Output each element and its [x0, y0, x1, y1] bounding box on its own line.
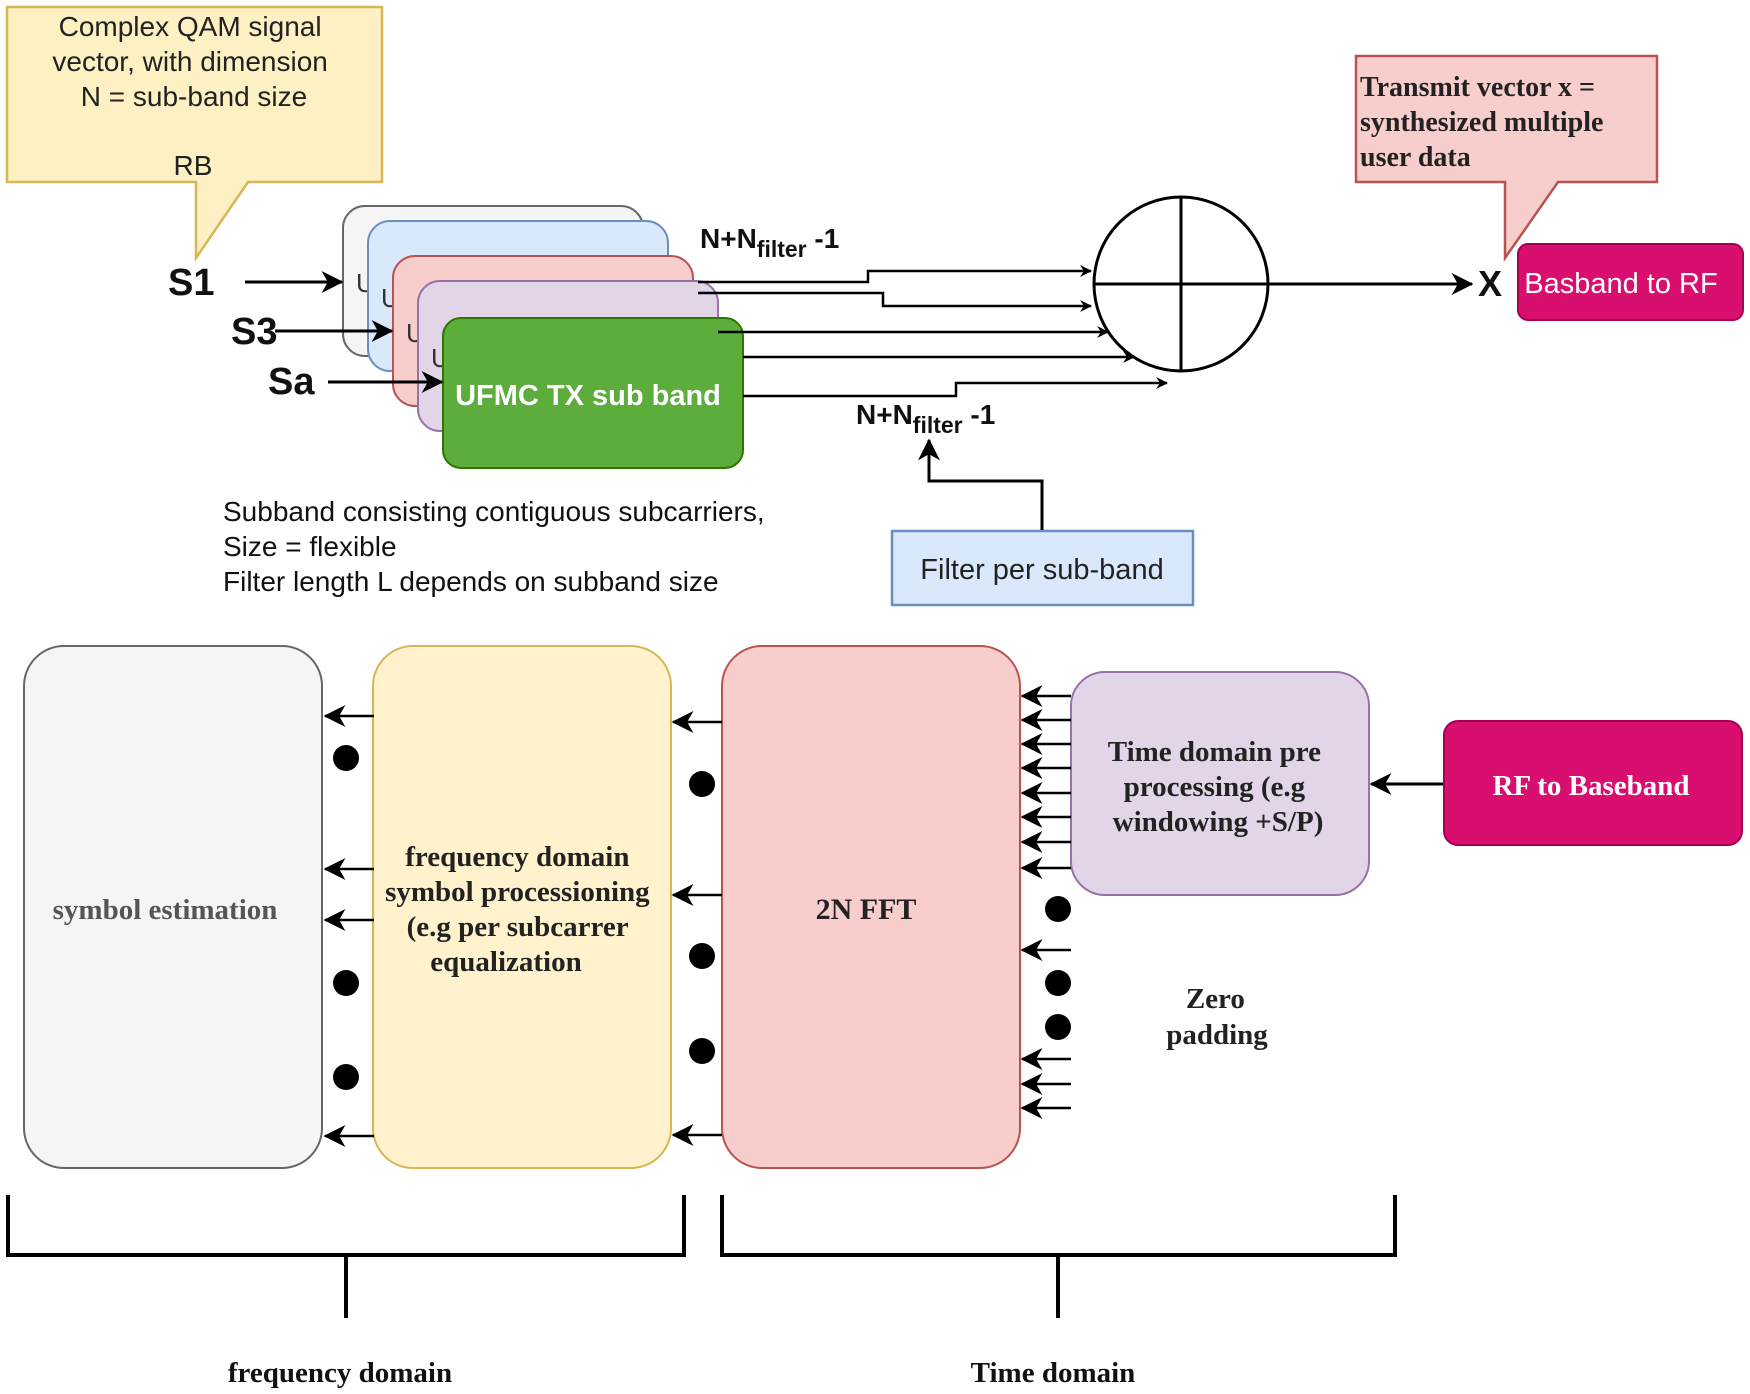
freq-to-symbol-arrows — [323, 705, 374, 1147]
signal-sa: Sa — [268, 361, 315, 403]
preproc-to-fft-arrows — [1020, 685, 1071, 879]
subband-outputs — [698, 265, 1168, 398]
output-x: X — [1478, 263, 1502, 304]
freq-processing-line-1: frequency domain — [405, 841, 629, 873]
zero-padding-arrows — [1020, 939, 1071, 1119]
zero-padding-dots — [1045, 896, 1071, 1040]
filter-block — [890, 529, 1195, 607]
subband-stack: U U U U UFMC TX sub band — [342, 205, 744, 469]
signal-s1: S1 — [168, 262, 214, 304]
subband-note-line-3: Filter length L depends on subband size — [223, 566, 719, 597]
signal-s3: S3 — [231, 311, 277, 353]
filter-label: Filter per sub-band — [920, 554, 1163, 586]
fft-label: 2N FFT — [816, 893, 917, 926]
ufmc-tx-block — [442, 317, 744, 469]
zero-padding-line-1: Zero — [1186, 983, 1245, 1015]
rf-to-baseband-label: RF to Baseband — [1492, 770, 1689, 802]
ufmc-tx-label: UFMC TX sub band — [455, 380, 721, 412]
transmit-callout-line-3: user data — [1360, 142, 1471, 173]
qam-callout-line-3: N = sub-band size — [81, 81, 307, 112]
fft-block — [721, 645, 1021, 1169]
qam-callout-line-1: Complex QAM signal — [59, 11, 322, 42]
length-label-bottom: N+Nfilter -1 — [856, 399, 995, 438]
svg-text:Transmit vector x = synt: Transmit vector x = synthesized multiple… — [1360, 72, 1610, 173]
zero-padding-label: Zero padding — [1166, 983, 1268, 1051]
bracket-frequency-label: frequency domain — [228, 1357, 452, 1389]
zero-padding-line-2: padding — [1166, 1019, 1268, 1051]
qam-callout-line-2: vector, with dimension — [52, 46, 327, 77]
rf-to-baseband-block — [1443, 720, 1743, 846]
transmit-callout: Transmit vector x = synthesized multiple… — [1354, 54, 1659, 262]
time-preprocessing-line-2: processing (e.g — [1124, 771, 1306, 803]
time-preprocessing-label: Time domain pre processing (e.g windowin… — [1108, 736, 1328, 838]
freq-processing-line-2: symbol processioning — [385, 876, 650, 908]
bracket-time-domain — [720, 1195, 1397, 1318]
freq-processing-line-4: equalization — [430, 946, 581, 978]
qam-callout-rb: RB — [174, 150, 213, 181]
filter-arrow — [918, 438, 1044, 530]
subband-note: Subband consisting contiguous subcarrier… — [223, 496, 772, 597]
symbol-estimation-block — [23, 645, 323, 1169]
transmit-callout-line-1: Transmit vector x = — [1360, 72, 1595, 103]
transmit-callout-line-2: synthesized multiple — [1360, 107, 1603, 138]
subband-note-line-2: Size = flexible — [223, 531, 397, 562]
baseband-to-rf-block — [1517, 243, 1744, 321]
freq-to-symbol-dots — [333, 745, 359, 1090]
svg-text:Complex QAM signal vecto: Complex QAM signal vector, with dimensio… — [52, 11, 335, 112]
fft-to-freq-dots — [689, 771, 715, 1064]
bracket-time-label: Time domain — [971, 1357, 1136, 1389]
baseband-to-rf-label: Basband to RF — [1524, 268, 1717, 300]
summation-node — [1092, 195, 1270, 373]
subband-note-line-1: Subband consisting contiguous subcarrier… — [223, 496, 765, 527]
time-preprocessing-line-3: windowing +S/P) — [1113, 806, 1324, 838]
length-label-top: N+Nfilter -1 — [700, 223, 839, 262]
qam-callout: Complex QAM signal vector, with dimensio… — [5, 5, 384, 263]
freq-processing-block — [372, 645, 672, 1169]
fft-to-freq-arrows — [671, 711, 722, 1146]
freq-processing-label: frequency domain symbol processioning (e… — [385, 841, 657, 978]
time-preprocessing-block — [1070, 671, 1370, 896]
symbol-estimation-label: symbol estimation — [53, 894, 278, 926]
freq-processing-line-3: (e.g per subcarrer — [407, 911, 629, 943]
time-preprocessing-line-1: Time domain pre — [1108, 736, 1321, 768]
bracket-frequency-domain — [6, 1195, 686, 1318]
